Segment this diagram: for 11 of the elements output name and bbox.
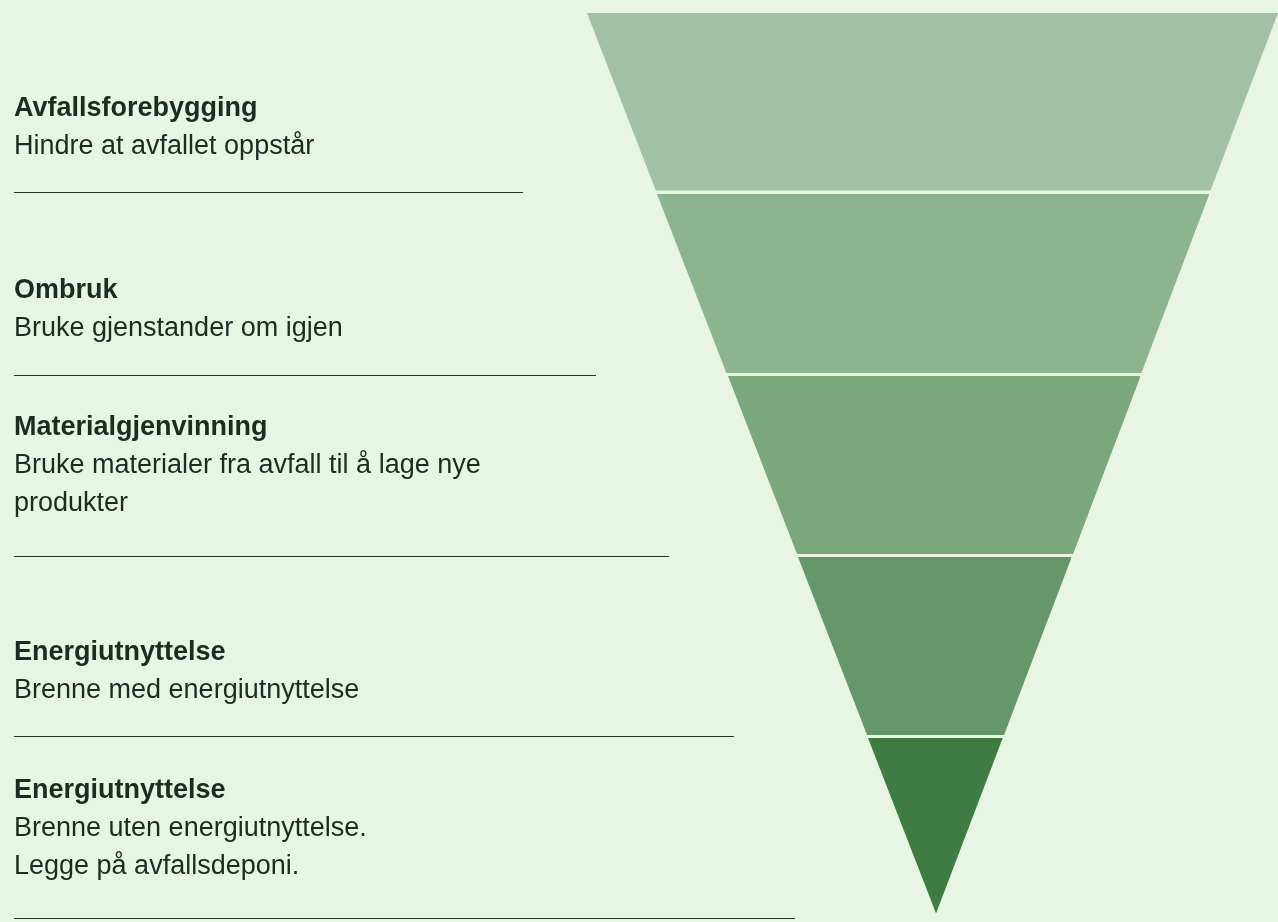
- level-description: Brenne med energiutnyttelse: [14, 673, 361, 706]
- level-description: Bruke materialer fra avfall til å lage nye produkter: [14, 448, 482, 519]
- level-description: Bruke gjenstander om igjen: [14, 311, 344, 344]
- level-title: Avfallsforebygging: [14, 91, 259, 124]
- level-title: Energiutnyttelse: [14, 773, 227, 806]
- level-description: Legge på avfallsdeponi.: [14, 849, 301, 882]
- level-description: Brenne uten energiutnyttelse.: [14, 811, 368, 844]
- level-title: Ombruk: [14, 273, 119, 306]
- level-title: Materialgjenvinning: [14, 410, 269, 443]
- level-title: Energiutnyttelse: [14, 635, 227, 668]
- level-description: Hindre at avfallet oppstår: [14, 129, 316, 162]
